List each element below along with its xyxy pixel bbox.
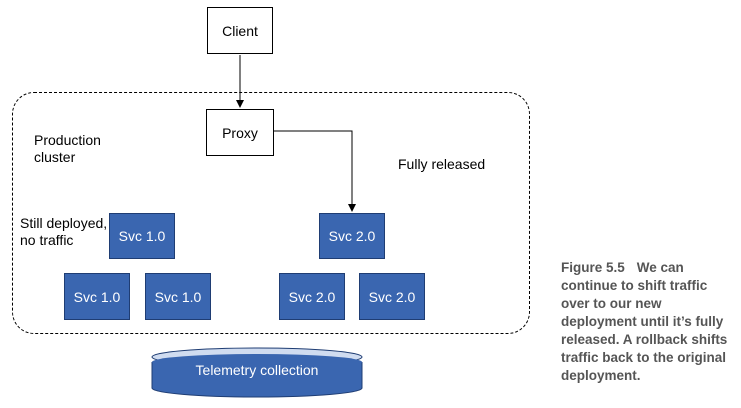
svc-v2-a-node: Svc 2.0 bbox=[279, 273, 345, 320]
proxy-node: Proxy bbox=[206, 109, 274, 156]
telemetry-label: Telemetry collection bbox=[195, 362, 319, 378]
svc-v1-top-node: Svc 1.0 bbox=[109, 213, 175, 259]
svc-v2-b-node: Svc 2.0 bbox=[359, 273, 425, 320]
telemetry-database-shape bbox=[151, 347, 363, 398]
client-label: Client bbox=[222, 22, 258, 39]
svc-v1-b-node: Svc 1.0 bbox=[145, 273, 211, 320]
caption-text: We can continue to shift traffic over to… bbox=[561, 260, 728, 383]
figure-number: Figure 5.5 bbox=[561, 260, 625, 275]
fully-released-label: Fully released bbox=[398, 156, 486, 172]
proxy-label: Proxy bbox=[222, 124, 258, 141]
still-deployed-label: Still deployed, no traffic bbox=[20, 215, 108, 248]
svc-v2-top-node: Svc 2.0 bbox=[319, 213, 385, 259]
client-node: Client bbox=[207, 7, 273, 54]
production-cluster-boundary bbox=[12, 92, 530, 334]
svc-v1-a-node: Svc 1.0 bbox=[64, 273, 130, 320]
proxy-to-svc2-arrow bbox=[274, 130, 356, 212]
production-cluster-label: Production cluster bbox=[34, 132, 101, 165]
